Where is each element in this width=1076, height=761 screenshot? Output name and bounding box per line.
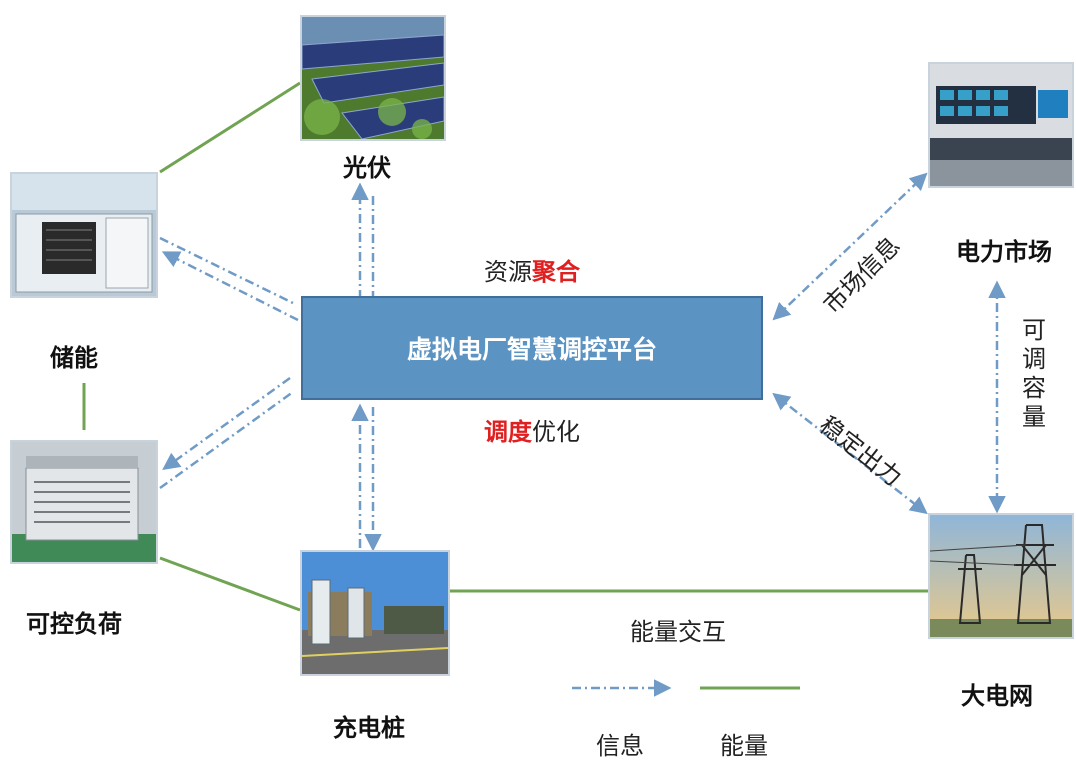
- info-arrow-market: [772, 172, 928, 321]
- aggregation-prefix: 资源: [484, 258, 532, 286]
- market-image: [928, 62, 1074, 188]
- aggregation-highlight: 聚合: [532, 258, 580, 286]
- dispatch-suffix: 优化: [532, 418, 580, 446]
- load-image: [10, 440, 158, 564]
- energy-line-pv-storage: [159, 81, 301, 174]
- grid-label: 大电网: [961, 682, 1033, 710]
- platform-title: 虚拟电厂智慧调控平台: [406, 335, 657, 364]
- vpp-platform-box: 虚拟电厂智慧调控平台: [301, 296, 763, 400]
- adjustable-capacity-text: 可调容量: [1022, 316, 1046, 431]
- dispatch-optimization-text: 调度优化: [484, 412, 580, 447]
- legend-info-label: 信息: [596, 732, 644, 760]
- charging-label: 充电桩: [333, 714, 405, 742]
- grid-image: [928, 513, 1074, 639]
- pv-label: 光伏: [343, 154, 391, 182]
- info-arrow-storage-in: [161, 251, 299, 322]
- storage-image: [10, 172, 158, 298]
- storage-label: 储能: [50, 344, 98, 372]
- energy-line-load-charging: [159, 556, 301, 612]
- legend-energy-label: 能量: [720, 732, 768, 760]
- dispatch-highlight: 调度: [484, 418, 532, 446]
- load-label: 可控负荷: [26, 610, 122, 638]
- resource-aggregation-text: 资源聚合: [484, 252, 580, 287]
- market-label: 电力市场: [956, 238, 1052, 266]
- charging-image: [300, 550, 450, 676]
- info-arrow-grid: [772, 392, 928, 515]
- info-arrow-load-in: [162, 376, 291, 471]
- info-arrow-load-out: [159, 390, 294, 490]
- energy-exchange-text: 能量交互: [630, 618, 726, 646]
- pv-image: [300, 15, 446, 141]
- info-arrow-storage-out: [159, 236, 296, 306]
